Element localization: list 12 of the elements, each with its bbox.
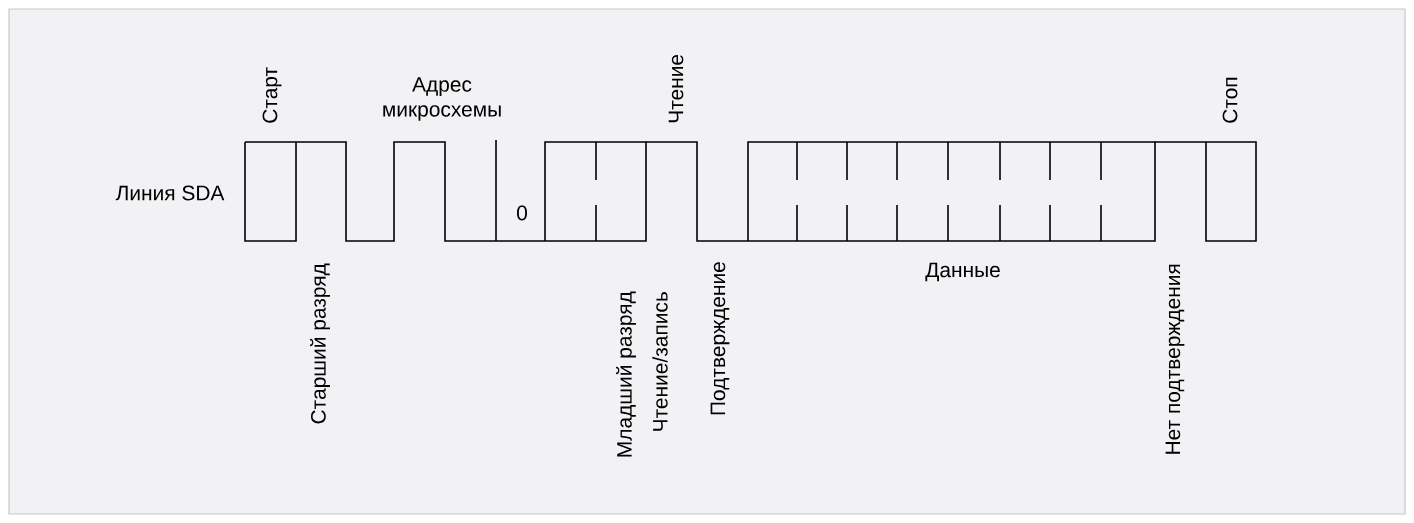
field-label: Адрес микросхемы (383, 77, 501, 121)
field-label: Подтверждение (710, 262, 730, 415)
bit-value: 0 (517, 205, 527, 221)
field-label: Данные (925, 262, 1000, 282)
field-label: Чтение (668, 54, 684, 123)
field-label: Чтение/запись (652, 292, 668, 431)
field-label: Младший разряд (616, 291, 636, 457)
field-label: Старт (262, 67, 282, 123)
signal-label: Линия SDA (115, 185, 225, 201)
field-label: Старший разряд (310, 263, 330, 424)
field-label: Нет подтверждения (1165, 264, 1185, 454)
field-label: Стоп (1222, 77, 1238, 123)
